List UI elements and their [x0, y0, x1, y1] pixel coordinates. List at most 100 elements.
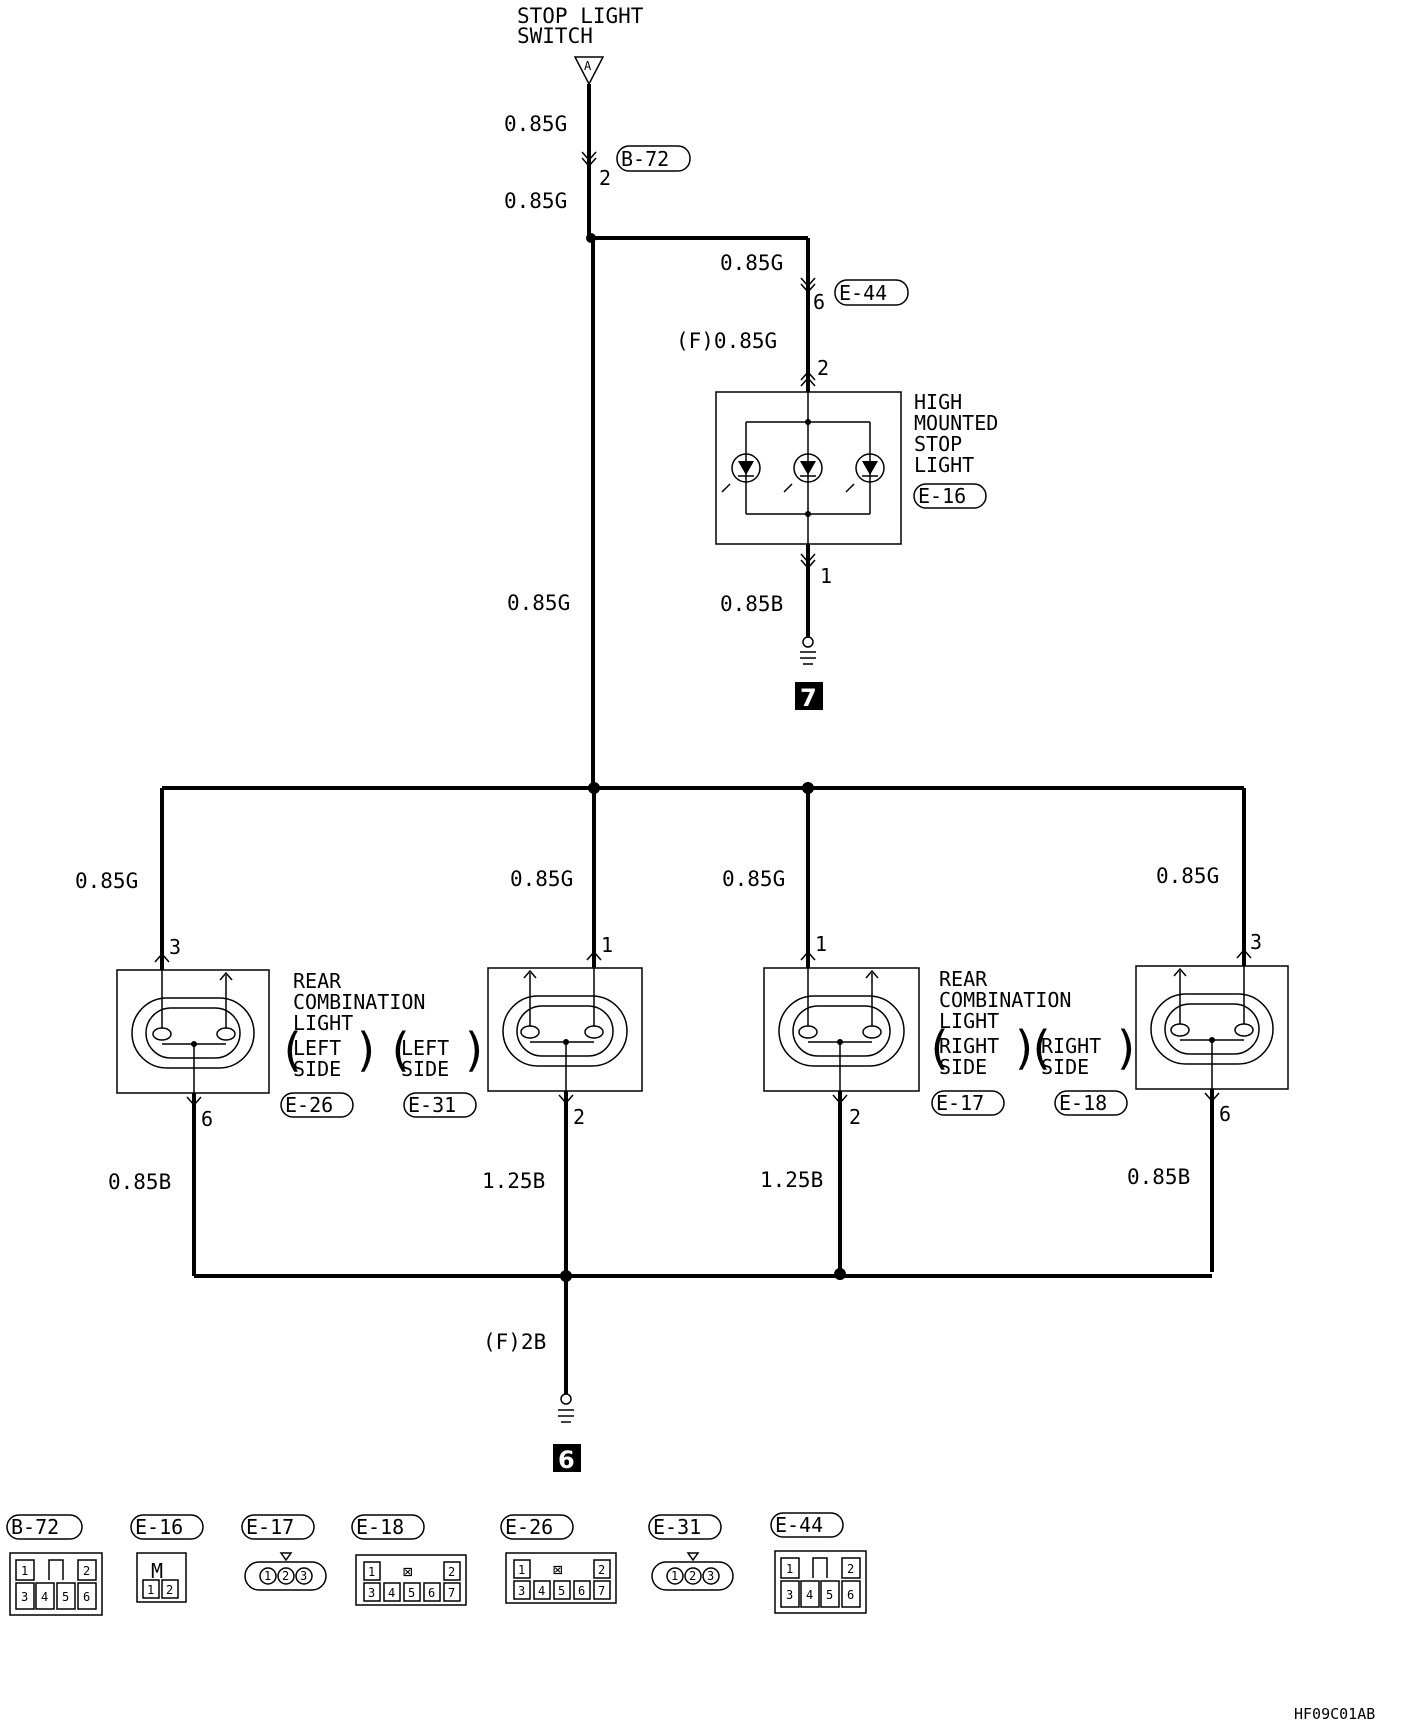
legend-e16: E-16 M 1 2 [130, 1514, 204, 1603]
e44-connector-tag [834, 279, 909, 306]
svg-text:4: 4 [388, 1586, 395, 1600]
e18-connector-tag [1054, 1090, 1128, 1116]
lamp-e18 [1135, 948, 1289, 1090]
wire-label-right-inner: 0.85G [722, 867, 785, 891]
wire-label-main-mid: 0.85G [507, 591, 570, 615]
svg-text:E-18: E-18 [356, 1515, 404, 1539]
svg-text:5: 5 [558, 1584, 565, 1598]
svg-text:⊠: ⊠ [403, 1562, 413, 1581]
source-terminal-letter: A [584, 59, 592, 73]
wire-label-hmsl-ground: 0.85B [720, 592, 783, 616]
b72-connector-label: B-72 [621, 147, 669, 171]
wire-label-main-ground: (F)2B [483, 1330, 546, 1354]
e44-connector-label: E-44 [839, 281, 887, 305]
ground-badge-6 [553, 1444, 581, 1472]
svg-text:2: 2 [83, 1564, 90, 1578]
wire-label-left-outer: 0.85G [75, 869, 138, 893]
pin-e17-out: 2 [849, 1105, 861, 1129]
svg-text:(: ( [925, 1021, 953, 1075]
hmsl-name-line2: MOUNTED [914, 411, 998, 435]
wire-label-right-inner-gnd: 1.25B [760, 1168, 823, 1192]
source-terminal-triangle [573, 56, 605, 86]
svg-text:7: 7 [598, 1584, 605, 1598]
pin-e26-out: 6 [201, 1107, 213, 1131]
svg-text:): ) [1011, 1021, 1039, 1075]
legend-e18: E-18 1 ⊠ 2 3 4 5 6 7 [351, 1514, 467, 1606]
svg-text:1: 1 [264, 1569, 271, 1583]
wire-label-main-top: 0.85G [504, 112, 567, 136]
e16-connector-tag [913, 483, 987, 509]
svg-text:B-72: B-72 [11, 1515, 59, 1539]
wire-label-right-outer: 0.85G [1156, 864, 1219, 888]
wire-label-hmsl-feed: 0.85G [720, 251, 783, 275]
rear-right-name-line2: COMBINATION [939, 988, 1071, 1012]
legend-e44: E-44 1 2 3 4 5 6 [770, 1512, 867, 1614]
wire-label-main-below-b72: 0.85G [504, 189, 567, 213]
svg-text:5: 5 [62, 1590, 69, 1604]
svg-text:1: 1 [671, 1569, 678, 1583]
pin-e18-out: 6 [1219, 1102, 1231, 1126]
svg-text:M: M [151, 1559, 163, 1583]
svg-text:2: 2 [847, 1562, 854, 1576]
ground-point-7 [802, 636, 814, 648]
svg-text:3: 3 [300, 1569, 307, 1583]
svg-text:2: 2 [598, 1563, 605, 1577]
led-left-icon [721, 453, 761, 493]
legend-e17: E-17 1 2 3 [241, 1514, 327, 1591]
b72-chevron-1 [581, 151, 597, 162]
rear-right-side-b-1: RIGHT [1041, 1034, 1101, 1058]
svg-text:4: 4 [41, 1590, 48, 1604]
svg-text:): ) [1113, 1021, 1141, 1075]
hmsl-name-line1: HIGH [914, 390, 962, 414]
wire-label-hmsl-in: (F)0.85G [676, 329, 777, 353]
svg-text:1: 1 [518, 1563, 525, 1577]
ground-badge-7-text: 7 [800, 684, 817, 712]
svg-text:2: 2 [689, 1569, 696, 1583]
e26-connector-label: E-26 [285, 1093, 333, 1117]
ground-badge-6-text: 6 [558, 1446, 575, 1474]
svg-text:1: 1 [786, 1562, 793, 1576]
svg-text:(: ( [278, 1023, 306, 1077]
svg-text:1: 1 [368, 1565, 375, 1579]
wire-label-left-inner-gnd: 1.25B [482, 1169, 545, 1193]
legend-e31: E-31 1 2 3 [648, 1514, 734, 1591]
e44-chevron-2 [800, 283, 816, 294]
wire-label-right-outer-gnd: 0.85B [1127, 1165, 1190, 1189]
e17-connector-tag [931, 1090, 1005, 1116]
e44-chevron-1 [800, 277, 816, 288]
svg-text:E-17: E-17 [246, 1515, 294, 1539]
svg-text:4: 4 [538, 1584, 545, 1598]
rear-left-side-a-2: SIDE [293, 1057, 341, 1081]
pin-e31-in: 1 [601, 933, 613, 957]
svg-text:7: 7 [448, 1586, 455, 1600]
lamp-e17 [763, 950, 920, 1092]
pin-e31-out: 2 [573, 1105, 585, 1129]
svg-text:3: 3 [368, 1586, 375, 1600]
rear-left-name-line3: LIGHT [293, 1011, 353, 1035]
svg-text:E-26: E-26 [505, 1515, 553, 1539]
svg-text:): ) [461, 1023, 489, 1077]
legend-b72: B-72 1 2 3 4 5 6 [6, 1514, 103, 1616]
svg-text:3: 3 [518, 1584, 525, 1598]
lamp-e26 [116, 952, 270, 1094]
rear-left-name-line2: COMBINATION [293, 990, 425, 1014]
e18-connector-label: E-18 [1059, 1091, 1107, 1115]
pin-e17-in: 1 [815, 932, 827, 956]
svg-text:6: 6 [428, 1586, 435, 1600]
e16-connector-label: E-16 [918, 484, 966, 508]
svg-text:): ) [353, 1023, 381, 1077]
figure-code: HF09C01AB [1294, 1705, 1375, 1723]
e26-connector-tag [280, 1092, 354, 1118]
ground-badge-7 [795, 682, 823, 710]
pin-b72: 2 [599, 166, 611, 190]
svg-text:2: 2 [282, 1569, 289, 1583]
wire-label-left-outer-gnd: 0.85B [108, 1170, 171, 1194]
svg-text:3: 3 [786, 1588, 793, 1602]
svg-text:1: 1 [21, 1564, 28, 1578]
rear-right-side-b-2: SIDE [1041, 1055, 1089, 1079]
hmsl-name-line4: LIGHT [914, 453, 974, 477]
ground-point-6 [560, 1393, 572, 1405]
svg-text:3: 3 [21, 1590, 28, 1604]
svg-text:6: 6 [83, 1590, 90, 1604]
svg-text:E-31: E-31 [653, 1515, 701, 1539]
